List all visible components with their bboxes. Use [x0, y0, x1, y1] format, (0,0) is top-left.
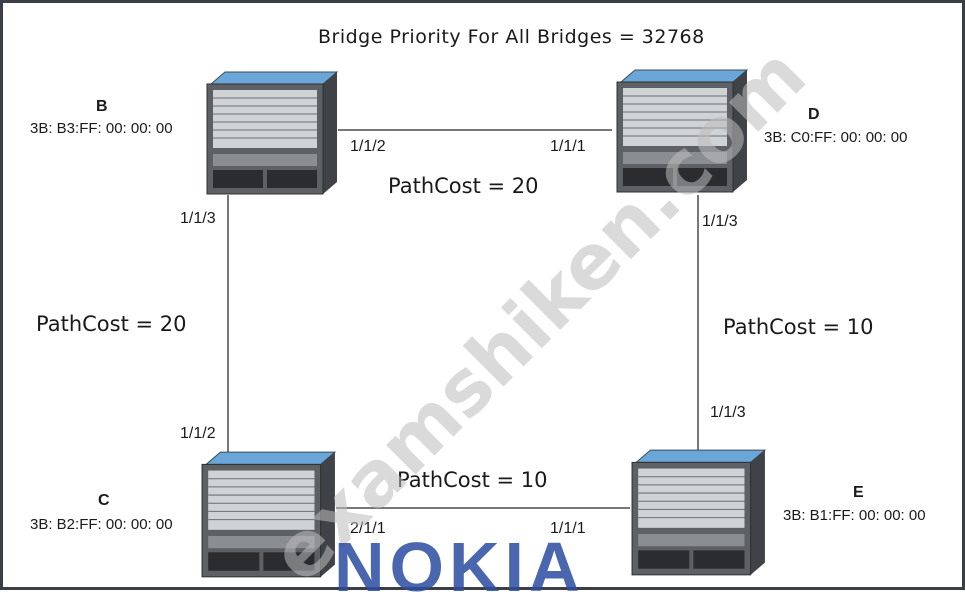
bridge-e-mac: 3B: B1:FF: 00: 00: 00: [783, 507, 926, 524]
port-e-to-c: 1/1/1: [550, 520, 586, 537]
port-c-to-b: 1/1/2: [180, 425, 216, 442]
diagram-title: Bridge Priority For All Bridges = 32768: [318, 26, 705, 48]
bridge-d-name: D: [808, 106, 820, 123]
nokia-logo: NOKIA: [334, 528, 585, 606]
diagram-frame: [0, 0, 965, 590]
bridge-b-name: B: [96, 98, 108, 115]
router-d-icon: [616, 69, 749, 193]
pathcost-d-e: PathCost = 10: [723, 315, 874, 339]
bridge-c-mac: 3B: B2:FF: 00: 00: 00: [30, 516, 173, 533]
link-layer: [227, 129, 699, 509]
port-d-to-b: 1/1/1: [550, 138, 586, 155]
port-b-to-d: 1/1/2: [350, 138, 386, 155]
port-d-to-e: 1/1/3: [702, 213, 738, 230]
pathcost-b-c: PathCost = 20: [36, 312, 187, 336]
router-e-icon: [631, 449, 767, 576]
pathcost-c-e: PathCost = 10: [397, 468, 548, 492]
port-b-to-c: 1/1/3: [180, 210, 216, 227]
bridge-e-name: E: [853, 484, 864, 501]
router-c-icon: [201, 451, 337, 578]
port-c-to-e: 2/1/1: [350, 520, 386, 537]
pathcost-b-d: PathCost = 20: [388, 174, 539, 198]
port-e-to-d: 1/1/3: [710, 404, 746, 421]
bridge-c-name: C: [98, 492, 110, 509]
bridge-d-mac: 3B: C0:FF: 00: 00: 00: [764, 129, 908, 146]
bridge-b-mac: 3B: B3:FF: 00: 00: 00: [30, 120, 173, 137]
router-b-icon: [206, 71, 339, 195]
